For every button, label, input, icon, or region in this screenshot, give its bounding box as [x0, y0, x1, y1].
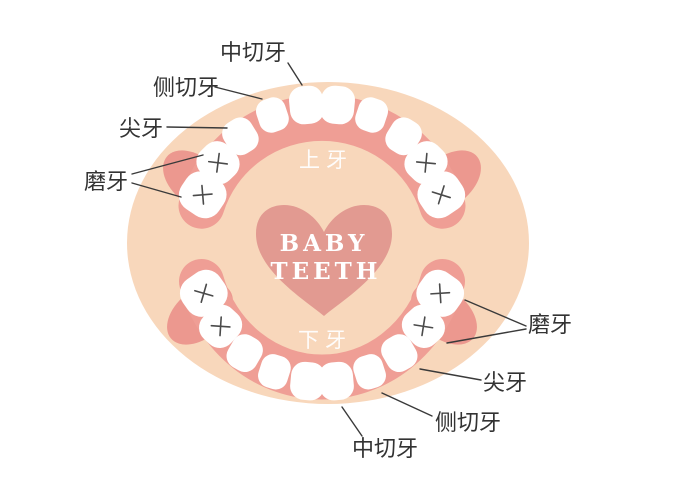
molar-cross-mark: [210, 316, 231, 337]
label-lateral-incisor-lower: 侧切牙: [435, 410, 501, 435]
tooth-lower-right-second-molar: [416, 269, 465, 317]
label-molar-lower-leader-line: [446, 328, 527, 344]
label-central-incisor-upper: 中切牙: [220, 40, 286, 65]
label-molar-upper-leader-line: [131, 154, 204, 175]
tooth-upper-right-canine: [385, 117, 422, 156]
lower-arch-label: 下牙: [298, 329, 352, 352]
molar-cross-mark: [415, 152, 437, 173]
label-canine-lower: 尖牙: [483, 370, 527, 395]
tooth-upper-right-lateral-incisor: [355, 97, 389, 133]
molar-cross-mark: [207, 152, 229, 173]
label-lateral-incisor-lower-leader-line: [381, 392, 433, 417]
molar-cross-mark: [430, 283, 451, 304]
molar-cross-mark: [431, 185, 451, 205]
tooth-upper-right-second-molar: [417, 171, 466, 219]
tooth-upper-left-first-molar: [196, 141, 240, 185]
heart-shape: [256, 205, 392, 316]
heart-text-line2: TEETH: [270, 258, 381, 285]
tooth-crown: [290, 361, 326, 401]
label-molar-lower: 磨牙: [528, 312, 572, 337]
tooth-upper-left-lateral-incisor: [255, 97, 289, 133]
tooth-crown: [258, 354, 291, 390]
tooth-lower-left-central-incisor: [290, 361, 326, 401]
tooth-lower-left-second-molar: [179, 269, 228, 317]
tooth-crown: [226, 334, 263, 373]
tooth-crown: [385, 117, 422, 156]
label-central-incisor-lower: 中切牙: [352, 436, 418, 461]
tooth-crown: [353, 354, 386, 390]
label-canine-upper-leader-line: [166, 126, 228, 129]
tooth-lower-left-canine: [226, 334, 263, 373]
label-lateral-incisor-upper-leader-line: [214, 86, 263, 100]
label-canine-upper: 尖牙: [119, 116, 163, 141]
label-canine-lower-leader-line: [419, 368, 482, 381]
tooth-crown: [318, 361, 354, 401]
tooth-crown: [319, 85, 356, 125]
tooth-upper-left-canine: [222, 117, 259, 156]
tooth-lower-right-canine: [381, 334, 418, 373]
label-central-incisor-upper-leader-line: [287, 62, 303, 86]
teeth-layer: [178, 85, 466, 401]
tooth-crown: [222, 117, 259, 156]
upper-arch-label: 上牙: [299, 149, 353, 172]
label-molar-upper: 磨牙: [84, 169, 128, 194]
molar-cross-mark: [192, 184, 213, 205]
tooth-lower-right-lateral-incisor: [353, 354, 386, 390]
tooth-lower-left-lateral-incisor: [258, 354, 291, 390]
molar-cross-mark: [194, 283, 214, 304]
tooth-crown: [381, 334, 418, 373]
tooth-lower-right-first-molar: [401, 304, 445, 348]
heart-text-line1: BABY: [280, 230, 369, 257]
tooth-crown: [355, 97, 389, 133]
tooth-lower-left-first-molar: [199, 304, 243, 348]
tooth-crown: [288, 85, 325, 125]
molar-cross-mark: [413, 316, 434, 337]
tooth-crown: [255, 97, 289, 133]
tooth-upper-left-central-incisor: [288, 85, 325, 125]
label-molar-upper-leader-line: [131, 182, 182, 198]
tooth-upper-right-central-incisor: [319, 85, 356, 125]
tooth-lower-right-central-incisor: [318, 361, 354, 401]
label-lateral-incisor-upper: 侧切牙: [153, 75, 219, 100]
label-central-incisor-lower-leader-line: [341, 406, 363, 437]
label-molar-lower-leader-line: [464, 299, 527, 327]
